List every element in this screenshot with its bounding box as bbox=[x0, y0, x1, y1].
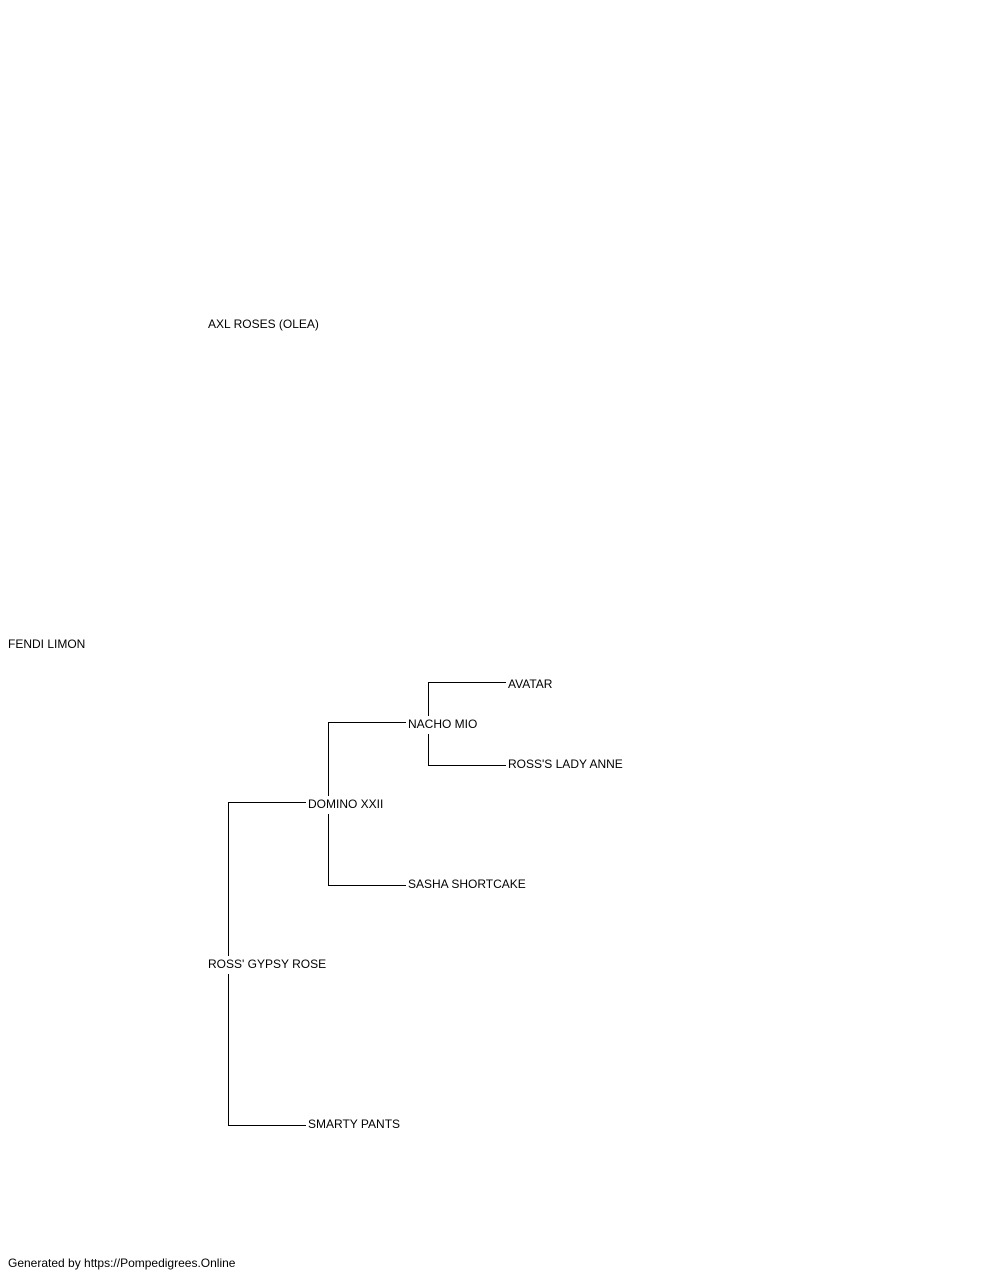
pedigree-names: FENDI LIMON AXL ROSES (OLEA) ROSS' GYPSY… bbox=[8, 317, 623, 1131]
dam-sire-name: DOMINO XXII bbox=[308, 797, 383, 811]
dam-name: ROSS' GYPSY ROSE bbox=[208, 957, 326, 971]
footer-credit: Generated by https://Pompedigrees.Online bbox=[8, 1256, 236, 1270]
dam-sire-sire-name: NACHO MIO bbox=[408, 717, 477, 731]
subject-name: FENDI LIMON bbox=[8, 637, 85, 651]
dam-sire-sire-dam-name: ROSS'S LADY ANNE bbox=[508, 757, 623, 771]
dam-dam-name: SMARTY PANTS bbox=[308, 1117, 400, 1131]
pedigree-connectors bbox=[228, 682, 506, 1126]
dam-sire-dam-name: SASHA SHORTCAKE bbox=[408, 877, 526, 891]
sire-name: AXL ROSES (OLEA) bbox=[208, 317, 319, 331]
dam-sire-sire-sire-name: AVATAR bbox=[508, 677, 553, 691]
